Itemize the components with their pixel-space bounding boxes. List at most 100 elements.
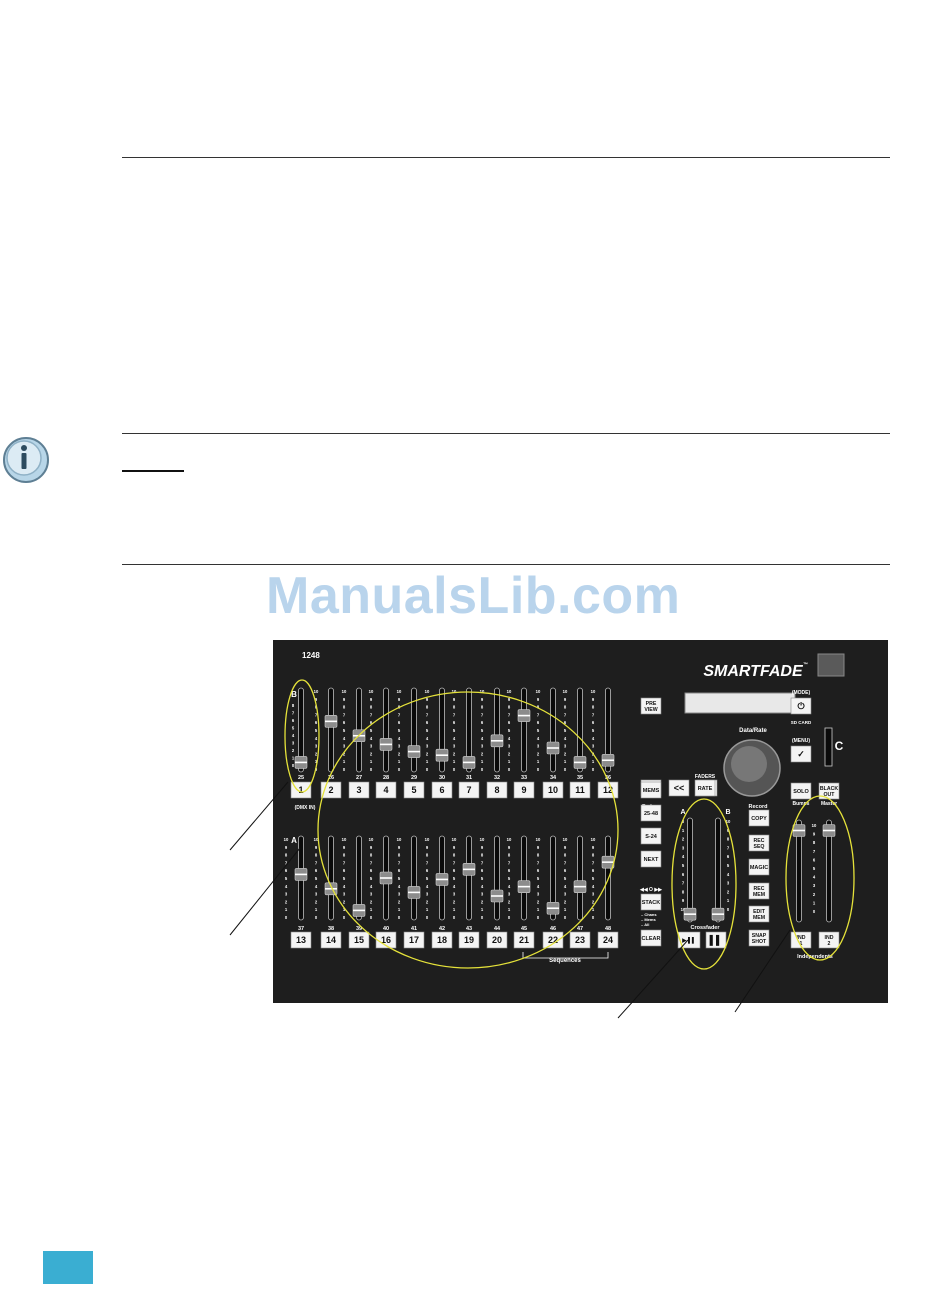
next-button[interactable]: NEXT xyxy=(640,850,662,868)
stack-button-face[interactable] xyxy=(640,893,662,911)
scale-bottom-8-mark: 10 xyxy=(480,837,485,842)
crossfader-label: Crossfader xyxy=(690,925,720,931)
rewind-button-face[interactable] xyxy=(668,779,690,797)
channel-button-17[interactable]: 17 xyxy=(403,931,425,949)
scale-bottom-2-mark: 4 xyxy=(315,884,318,889)
fader-top-7-knob-line xyxy=(463,761,475,764)
mems-button-face[interactable] xyxy=(640,781,662,799)
rewind-button[interactable]: << xyxy=(668,779,690,797)
channel-button-3[interactable]: 3 xyxy=(348,781,370,799)
channel-button-14[interactable]: 14 xyxy=(320,931,342,949)
scale-bottom-5-mark: 10 xyxy=(397,837,402,842)
fader-top-5-knob-line xyxy=(408,750,420,753)
copy-button[interactable]: COPY xyxy=(748,809,770,827)
magic-button-face[interactable] xyxy=(748,858,770,876)
solo-button[interactable]: SOLO xyxy=(790,782,812,800)
channel-button-8[interactable]: 8 xyxy=(486,781,508,799)
channel-button-22[interactable]: 22 xyxy=(542,931,564,949)
channel-label-37: 37 xyxy=(298,926,304,932)
menu-check-button-face[interactable] xyxy=(790,745,812,763)
stack-option: – All xyxy=(641,922,649,927)
scale-bottom-2-mark: 2 xyxy=(315,899,318,904)
range-25-48-button-label: 25-48 xyxy=(644,811,658,817)
channel-button-20[interactable]: 20 xyxy=(486,931,508,949)
channel-button-21[interactable]: 21 xyxy=(513,931,535,949)
next-button-face[interactable] xyxy=(640,850,662,868)
channel-button-13[interactable]: 13 xyxy=(290,931,312,949)
go-button[interactable]: ▶ ▌▌ xyxy=(677,931,701,949)
scale-bottom-2-mark: 8 xyxy=(315,853,318,858)
rec-mem-button-face[interactable] xyxy=(748,882,770,900)
range-25-48-button[interactable]: 25-48 xyxy=(640,804,662,822)
channel-button-6[interactable]: 6 xyxy=(431,781,453,799)
scale-bottom-12-mark: 10 xyxy=(591,837,596,842)
independent-scale-mark: 10 xyxy=(812,823,817,828)
scale-bottom-10-mark: 10 xyxy=(536,837,541,842)
copy-button-face[interactable] xyxy=(748,809,770,827)
channel-button-5[interactable]: 5 xyxy=(403,781,425,799)
range-25-48-button-face[interactable] xyxy=(640,804,662,822)
preview-button-label: VIEW xyxy=(644,707,657,713)
preview-button-face[interactable] xyxy=(640,697,662,715)
scale-bottom-2-mark: 5 xyxy=(315,876,318,881)
ind-2-button-label: 2 xyxy=(828,941,831,947)
sd-card-icon: C xyxy=(835,739,844,753)
channel-button-9[interactable]: 9 xyxy=(513,781,535,799)
channel-button-13-label: 13 xyxy=(296,935,306,945)
scale-top-9-mark: 10 xyxy=(507,689,512,694)
rate-button-face[interactable] xyxy=(694,779,716,797)
edit-mem-button-face[interactable] xyxy=(748,905,770,923)
fader-top-10-track xyxy=(550,687,556,773)
sd-card-slot[interactable] xyxy=(824,727,833,767)
channel-label-46: 46 xyxy=(550,926,556,932)
scale-top-3-mark: 10 xyxy=(342,689,347,694)
mode-power-button-face[interactable] xyxy=(790,697,812,715)
channel-button-4[interactable]: 4 xyxy=(375,781,397,799)
channel-label-26: 26 xyxy=(328,775,334,781)
rec-seq-button-face[interactable] xyxy=(748,834,770,852)
channel-button-2[interactable]: 2 xyxy=(320,781,342,799)
channel-label-25: 25 xyxy=(298,775,304,781)
channel-button-24-label: 24 xyxy=(603,935,613,945)
channel-button-16[interactable]: 16 xyxy=(375,931,397,949)
stack-button[interactable]: STACK xyxy=(640,893,662,911)
mode-power-button[interactable]: ⏻ xyxy=(790,697,812,715)
stack-option: – Mems xyxy=(641,917,656,922)
channel-button-19[interactable]: 19 xyxy=(458,931,480,949)
fader-top-3-knob-line xyxy=(353,734,365,737)
mems-button[interactable]: MEMS xyxy=(640,781,662,799)
channel-button-24[interactable]: 24 xyxy=(597,931,619,949)
channel-button-11[interactable]: 11 xyxy=(569,781,591,799)
independent-fader-2-knob-line xyxy=(823,829,835,832)
bumps-label: Bumps xyxy=(793,801,810,807)
channel-button-13-face[interactable] xyxy=(290,931,312,949)
channel-button-23[interactable]: 23 xyxy=(569,931,591,949)
channel-button-1[interactable]: 1 xyxy=(290,781,312,799)
range-s24-button-face[interactable] xyxy=(640,827,662,845)
magic-button[interactable]: MAGIC xyxy=(748,858,770,876)
crossfader-b-knob-line xyxy=(712,913,724,915)
channel-button-12[interactable]: 12 xyxy=(597,781,619,799)
fader-bottom-12-track xyxy=(605,835,611,921)
brand-trademark: ™ xyxy=(803,662,808,668)
clear-button[interactable]: CLEAR xyxy=(640,929,662,947)
fader-bottom-5-track xyxy=(411,835,417,921)
channel-button-15[interactable]: 15 xyxy=(348,931,370,949)
menu-check-button[interactable]: ✓ xyxy=(790,745,812,763)
rate-button[interactable]: RATE xyxy=(694,779,716,797)
hold-button[interactable]: ▌▌ xyxy=(705,931,727,949)
channel-button-7[interactable]: 7 xyxy=(458,781,480,799)
channel-button-18[interactable]: 18 xyxy=(431,931,453,949)
range-s24-button[interactable]: S-24 xyxy=(640,827,662,845)
scale-top-4-mark: 10 xyxy=(369,689,374,694)
channel-button-10[interactable]: 10 xyxy=(542,781,564,799)
